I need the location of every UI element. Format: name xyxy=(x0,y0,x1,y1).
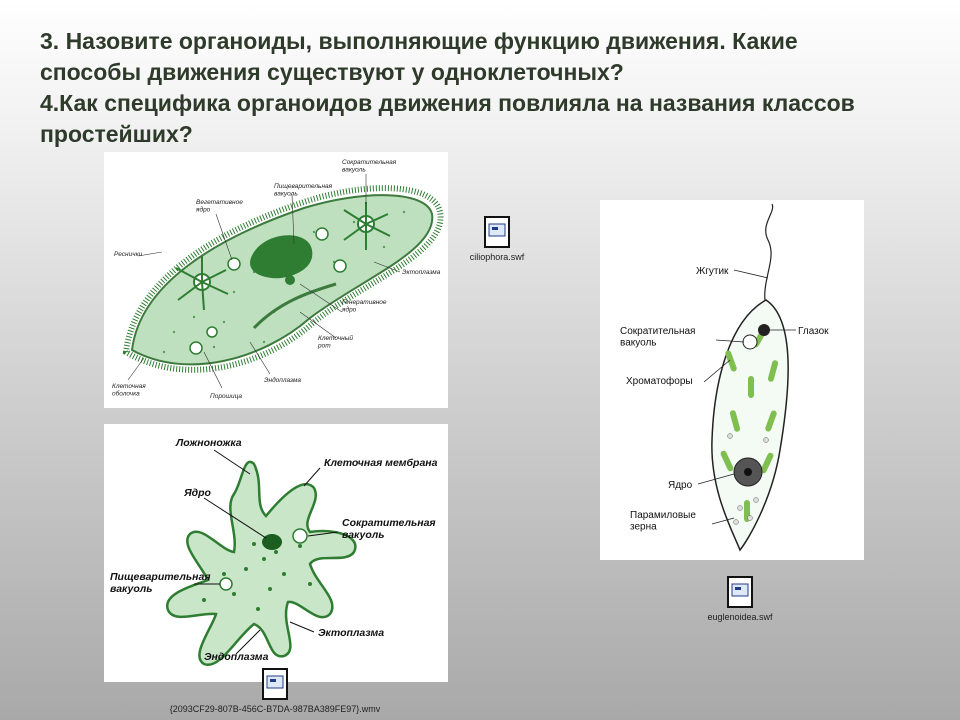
contractile-vacuole-front xyxy=(343,202,391,250)
flagellum xyxy=(764,203,774,309)
file-wmv[interactable]: {2093CF29-807B-456C-B7DA-987BA389FE97}.w… xyxy=(140,668,410,714)
amoeba-label-cell-membrane: Клеточная мембрана xyxy=(324,457,438,469)
label-powder: Порошица xyxy=(210,393,242,400)
macronucleus xyxy=(250,235,313,279)
eyespot xyxy=(758,324,770,336)
euglena-contractile-vacuole xyxy=(742,334,758,350)
swf-file-icon xyxy=(727,576,753,608)
amoeba-body xyxy=(166,460,357,666)
swf-file-icon xyxy=(484,216,510,248)
oral-groove xyxy=(252,282,337,330)
amoeba-label-nucleus: Ядро xyxy=(183,487,212,499)
question-3-line-2: способы движения существуют у одноклеточ… xyxy=(40,59,624,85)
amoeba-diagram: Ложноножка Клеточная мембрана Ядро Сокра… xyxy=(104,424,448,682)
leader-lines xyxy=(127,174,401,389)
slide-title: 3. Назовите органоиды, выполняющие функц… xyxy=(40,26,920,150)
digestive-vacuoles xyxy=(189,227,347,355)
amoeba-leader-lines xyxy=(194,449,339,655)
euglena-label-flagellum: Жгутик xyxy=(696,266,729,277)
video-file-icon xyxy=(262,668,288,700)
amoeba-digestive-vacuole xyxy=(219,577,233,591)
amoeba-granules xyxy=(202,542,312,611)
question-4-line-1: 4.Как специфика органоидов движения повл… xyxy=(40,90,855,116)
label-ectoplasm: Эктоплазма xyxy=(402,269,441,276)
cell-body xyxy=(130,194,434,366)
file-euglenoidea-name: euglenoidea.swf xyxy=(707,612,773,622)
amoeba-label-pseudopod: Ложноножка xyxy=(175,437,242,449)
euglena-leader-lines xyxy=(697,269,796,525)
amoeba-label-endoplasm: Эндоплазма xyxy=(204,651,269,663)
file-ciliophora-name: ciliophora.swf xyxy=(469,252,525,262)
question-4-line-2: простейших? xyxy=(40,121,193,147)
cytoplasm-granules xyxy=(162,210,406,354)
label-cilia: Реснички xyxy=(114,251,143,258)
label-endoplasm: Эндоплазма xyxy=(264,376,301,384)
paramylon-grains xyxy=(727,433,769,525)
file-wmv-name: {2093CF29-807B-456C-B7DA-987BA389FE97}.w… xyxy=(169,704,381,714)
euglena-label-nucleus: Ядро xyxy=(668,480,693,491)
amoeba-drawing: Ложноножка Клеточная мембрана Ядро Сокра… xyxy=(110,437,438,666)
contractile-vacuole-rear xyxy=(175,256,229,311)
euglena-label-eyespot: Глазок xyxy=(798,326,829,337)
amoeba-label-ectoplasm: Эктоплазма xyxy=(318,627,384,639)
file-euglenoidea[interactable]: euglenoidea.swf xyxy=(690,576,790,622)
euglena-label-chromatophores: Хроматофоры xyxy=(626,375,693,387)
amoeba-contractile-vacuole xyxy=(292,528,308,544)
micronucleus xyxy=(285,275,295,285)
question-3-line-1: 3. Назовите органоиды, выполняющие функц… xyxy=(40,28,798,54)
amoeba-nucleus xyxy=(262,534,282,550)
file-ciliophora[interactable]: ciliophora.swf xyxy=(452,216,542,262)
